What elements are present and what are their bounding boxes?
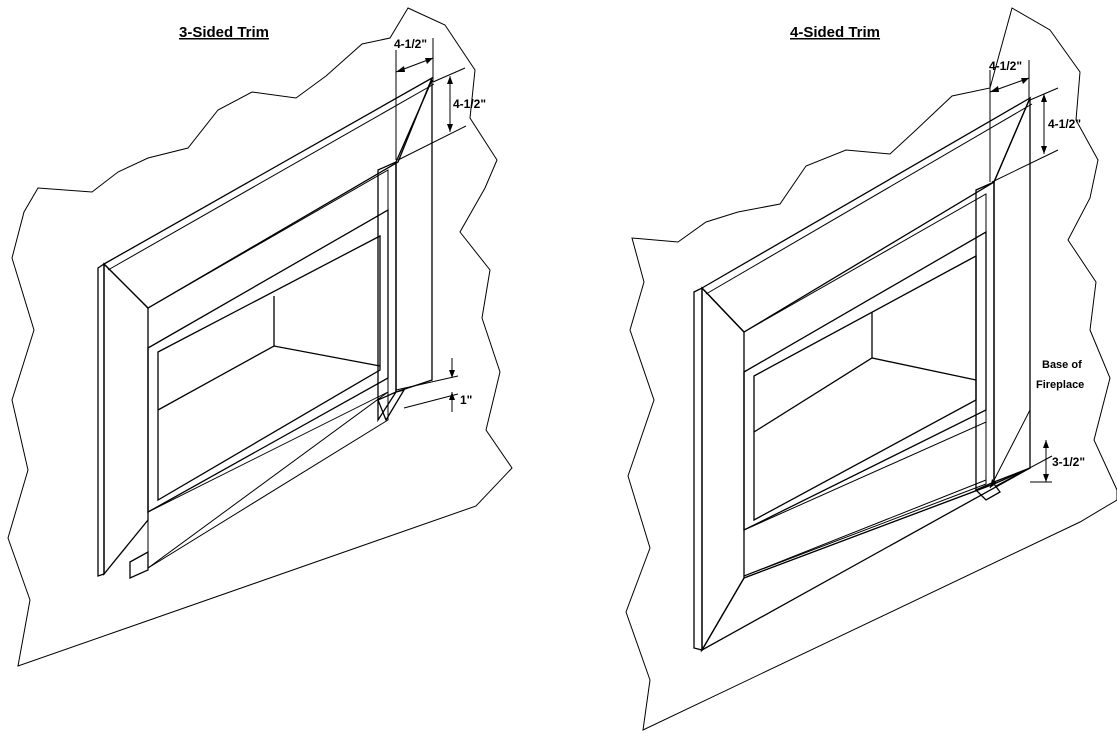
three-sided-trim-diagram: 4-1/2" 4-1/2" 1" 3-Sided Trim	[7, 7, 513, 667]
arrowhead	[990, 479, 997, 488]
wall-outline	[625, 7, 1117, 731]
dim-ext-bottom	[397, 125, 467, 161]
left-dim-top-width: 4-1/2"	[394, 37, 427, 51]
firebox-back	[147, 169, 389, 569]
base-of-fireplace-label-line1: Base of	[1042, 359, 1082, 371]
arrowhead	[1021, 78, 1029, 84]
right-dim-side-height: 4-1/2"	[1048, 117, 1081, 131]
bottom-trim-edge	[743, 483, 995, 579]
firebox-back	[743, 193, 987, 577]
top-trim-edge	[107, 83, 435, 271]
dim-ext-gap-bottom	[403, 393, 459, 409]
right-trim-bottom	[377, 388, 406, 422]
inner-frame-outer	[743, 230, 987, 532]
arrowhead	[1043, 440, 1049, 448]
dim-ext-top	[432, 67, 466, 83]
base-bracket	[974, 483, 1001, 501]
firebox-interior-edge	[753, 357, 977, 433]
dim-ext-base-top	[995, 455, 1053, 487]
left-trim	[103, 262, 149, 576]
arrowhead	[396, 66, 405, 72]
arrowhead	[1043, 474, 1049, 482]
left-trim	[701, 286, 745, 653]
arrowhead	[449, 370, 455, 378]
firebox-floor	[743, 421, 987, 577]
arrowhead	[449, 392, 455, 400]
arrowhead	[447, 76, 453, 84]
right-panel-title: 4-Sided Trim	[790, 24, 880, 41]
top-trim-edge	[705, 103, 1033, 295]
four-sided-trim-diagram: 4-1/2" 4-1/2" 3-1/2" Base of Fireplace 4…	[625, 7, 1117, 731]
right-trim-side	[377, 160, 397, 423]
left-panel-title: 3-Sided Trim	[179, 24, 269, 41]
dim-ext-gap-top	[395, 375, 459, 391]
left-trim-side	[693, 286, 703, 651]
arrowhead	[447, 124, 453, 132]
arrowhead	[425, 58, 433, 64]
right-trim	[993, 97, 1031, 483]
arrowhead	[1041, 94, 1047, 102]
right-dim-base-height: 3-1/2"	[1052, 455, 1085, 469]
inner-frame-inner	[157, 234, 381, 502]
left-trim-foot	[129, 550, 149, 580]
arrowhead	[990, 86, 999, 92]
right-trim	[395, 79, 433, 393]
right-trim-side	[975, 180, 995, 492]
right-dim-top-width: 4-1/2"	[989, 59, 1022, 73]
left-trim-side	[97, 262, 105, 577]
base-leader-line	[989, 409, 1031, 489]
top-trim	[700, 96, 1032, 333]
top-trim	[102, 76, 434, 309]
arrowhead	[1041, 146, 1047, 154]
inner-frame-inner	[753, 254, 977, 522]
dim-ext-bottom	[991, 149, 1059, 183]
firebox-floor	[147, 391, 389, 569]
left-dim-bottom-gap: 1"	[460, 393, 472, 407]
base-of-fireplace-label-line2: Fireplace	[1036, 379, 1084, 391]
wall-outline	[7, 7, 513, 667]
left-dim-side-height: 4-1/2"	[453, 97, 486, 111]
